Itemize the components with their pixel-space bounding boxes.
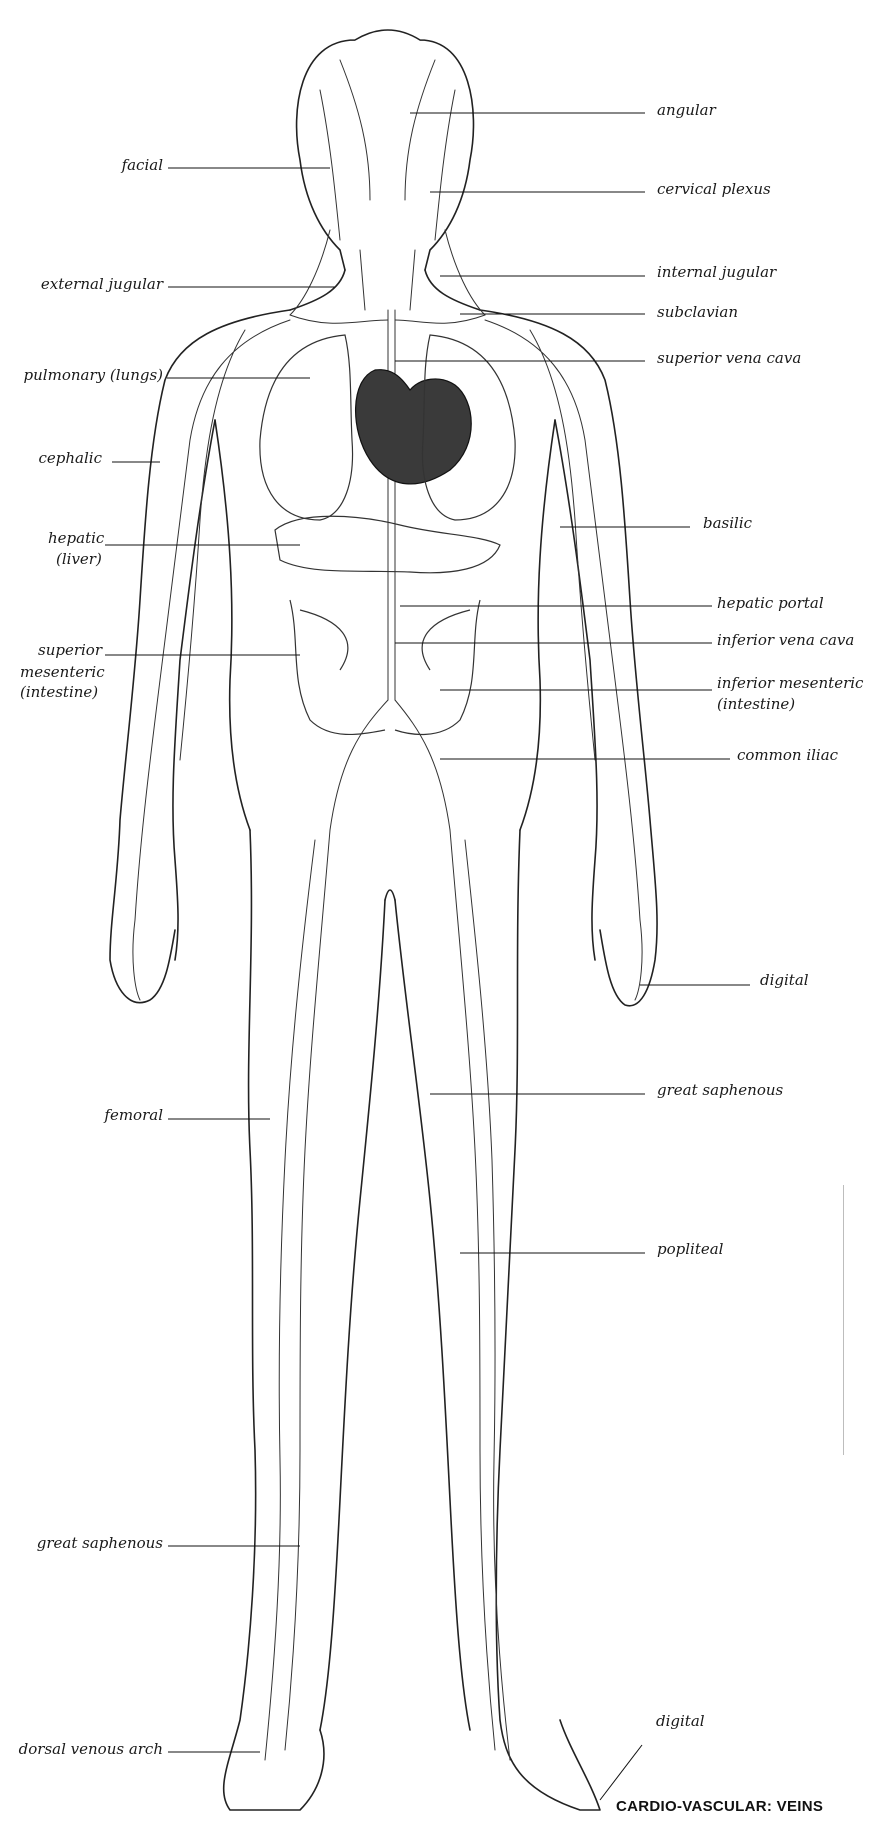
label-superior-vena-cava: superior vena cava <box>657 350 801 367</box>
leader-digital-foot <box>600 1745 642 1800</box>
footer-title: CARDIO-VASCULAR: VEINS <box>616 1798 823 1815</box>
head-veins <box>320 60 455 240</box>
intestines <box>290 600 480 734</box>
label-superior-mesenteric-2: mesenteric <box>20 664 105 681</box>
right-arm-veins <box>485 320 642 1000</box>
left-inner-leg <box>320 900 385 1730</box>
label-digital-foot: digital <box>656 1713 705 1730</box>
label-inferior-vena-cava: inferior vena cava <box>717 632 854 649</box>
heart-shape <box>356 370 472 484</box>
label-cephalic: cephalic <box>39 450 102 467</box>
label-hepatic-sub: (liver) <box>56 551 102 568</box>
label-facial: facial <box>122 157 163 174</box>
label-external-jugular: external jugular <box>41 276 163 293</box>
vena-cava-trunk <box>388 310 395 700</box>
jugular-veins <box>290 230 485 315</box>
label-basilic: basilic <box>703 515 752 532</box>
right-leg-outline <box>496 830 600 1810</box>
label-dorsal-venous-arch: dorsal venous arch <box>19 1741 163 1758</box>
torso-right <box>520 420 555 830</box>
right-arm-outline <box>480 310 657 1006</box>
label-subclavian: subclavian <box>657 304 738 321</box>
torso-left <box>215 420 250 830</box>
head-outline <box>297 30 474 270</box>
label-inferior-mesenteric: inferior mesenteric <box>717 675 863 692</box>
right-leg-veins <box>450 830 510 1760</box>
crotch <box>385 890 395 900</box>
label-superior-mesenteric-1: superior <box>38 642 102 659</box>
iliac-veins <box>330 700 450 830</box>
right-edge-line <box>843 1185 844 1455</box>
label-femoral: femoral <box>104 1107 163 1124</box>
label-great-saphenous-lower: great saphenous <box>37 1535 163 1552</box>
label-digital-hand: digital <box>760 972 809 989</box>
label-hepatic-portal: hepatic portal <box>717 595 824 612</box>
label-common-iliac: common iliac <box>737 747 838 764</box>
left-lung <box>260 335 353 520</box>
label-angular: angular <box>657 102 716 119</box>
label-internal-jugular: internal jugular <box>657 264 776 281</box>
right-inner-leg <box>395 900 470 1730</box>
label-inferior-mesenteric-sub: (intestine) <box>717 696 795 713</box>
left-leg-veins <box>265 830 330 1760</box>
label-hepatic: hepatic <box>48 530 104 547</box>
label-popliteal: popliteal <box>657 1241 723 1258</box>
label-pulmonary: pulmonary (lungs) <box>24 367 163 384</box>
label-great-saphenous-upper: great saphenous <box>657 1082 783 1099</box>
label-cervical-plexus: cervical plexus <box>657 181 771 198</box>
left-arm-outline <box>110 310 290 1003</box>
label-superior-mesenteric-3: (intestine) <box>20 684 98 701</box>
left-inner-arm <box>173 420 215 960</box>
